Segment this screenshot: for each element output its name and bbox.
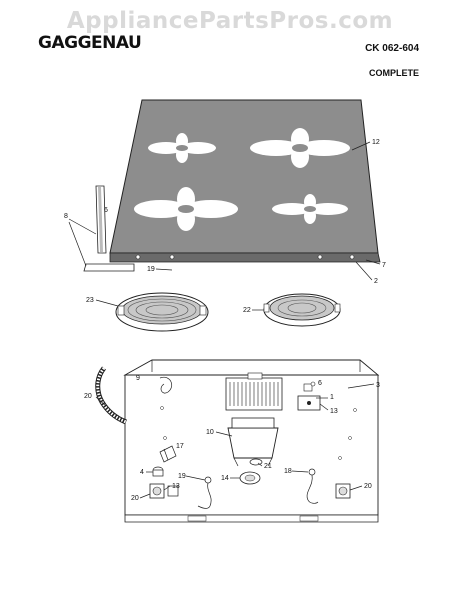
callout-labels: 12 7 2 8 6 19 23 22 9 6 3 1 13 20 10 17 …: [64, 139, 386, 502]
brand-logo: GAGGENAU: [38, 33, 142, 53]
callout-17: 18: [284, 468, 292, 475]
cable-clip: [159, 445, 177, 463]
control-board-heatsink: [225, 372, 283, 411]
trim-strip-side: [95, 185, 107, 254]
power-cord: [95, 366, 127, 425]
knob-sleeve: [152, 466, 164, 477]
model-number: CK 062-604: [365, 43, 419, 54]
callout-23: 23: [86, 297, 94, 304]
burner-marking-rear-right: [250, 128, 350, 168]
callout-2: 2: [374, 278, 378, 285]
callout-20-right: 20: [364, 483, 372, 490]
callout-7: 7: [382, 262, 386, 269]
callout-19: 20: [84, 393, 92, 400]
glass-cooktop-panel: [109, 99, 381, 263]
callout-18-top: 19: [147, 266, 155, 273]
callout-15: 17: [176, 443, 184, 450]
callout-18: 19: [178, 473, 186, 480]
radiant-heating-element-right: [263, 293, 341, 327]
callout-6-top: 6: [104, 207, 108, 214]
control-switch-right: [335, 483, 351, 499]
callout-10: 10: [206, 429, 214, 436]
callout-3: 3: [376, 382, 380, 389]
burner-marking-rear-left: [148, 133, 216, 163]
callout-21: 21: [264, 463, 272, 470]
control-switch-left: [149, 483, 179, 499]
callout-1: 1: [330, 394, 334, 401]
burner-marking-front-right: [272, 194, 348, 224]
sensor-ring: [249, 458, 263, 466]
callout-22: 22: [243, 307, 251, 314]
callout-9: 9: [136, 375, 140, 382]
trim-strip-front: [83, 263, 135, 272]
radiant-heating-element-left: [115, 292, 209, 332]
diagram-caption: COMPLETE: [368, 68, 419, 78]
watermark-text: AppliancePartsPros.com: [66, 8, 394, 34]
callout-13: 13: [172, 483, 180, 490]
callout-20-left: 20: [131, 495, 139, 502]
callout-8: 8: [64, 213, 68, 220]
leader-lines: [68, 141, 381, 499]
burner-marking-front-left: [134, 187, 238, 231]
terminal-block: [297, 383, 321, 411]
grommet: [310, 381, 316, 387]
socket-connector: [239, 471, 261, 485]
callout-14: 14: [221, 475, 229, 482]
callout-11: 12: [372, 139, 380, 146]
callout-6: 6: [318, 380, 322, 387]
wire-harness-clip: [159, 376, 172, 394]
power-module: [227, 417, 279, 467]
callout-4: 4: [140, 469, 144, 476]
temperature-sensor-right: [306, 468, 319, 504]
callout-12: 13: [330, 408, 338, 415]
temperature-sensor-left: [197, 476, 212, 509]
